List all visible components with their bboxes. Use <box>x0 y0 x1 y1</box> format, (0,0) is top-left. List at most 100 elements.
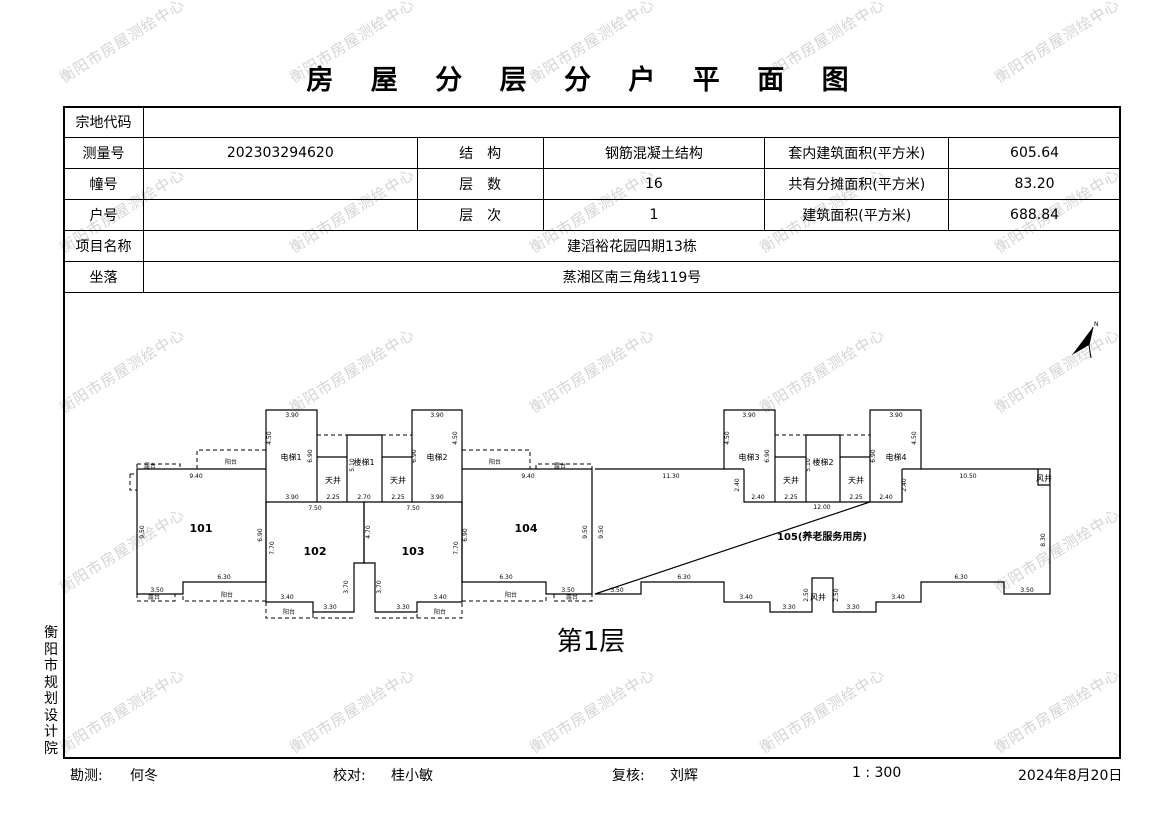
dimension-label: 3.30 <box>396 604 410 611</box>
dimension-label: 3.50 <box>150 587 164 594</box>
space-label: 阳台 <box>225 458 237 466</box>
structure-value: 钢筋混凝土结构 <box>542 137 766 169</box>
wind-shaft-corner <box>1037 469 1050 486</box>
building-no-value <box>142 168 418 200</box>
dimension-label: 3.90 <box>430 494 444 501</box>
unit-no-value <box>142 199 418 231</box>
parcel-code-value <box>142 106 1122 138</box>
dimension-label: 3.30 <box>846 604 860 611</box>
dimension-label: 3.50 <box>561 587 575 594</box>
dimension-label: 6.30 <box>954 574 968 581</box>
dimension-label: 9.40 <box>521 473 535 480</box>
room-105-outline <box>594 409 1051 613</box>
room-label: 103 <box>402 545 425 558</box>
dimension-label: 4.50 <box>266 431 273 445</box>
dimension-label: 3.40 <box>433 594 447 601</box>
dimension-label: 3.70 <box>343 580 350 594</box>
room-label: 101 <box>190 522 213 535</box>
elevator-2-outline <box>411 409 463 502</box>
space-label: 阳台 <box>434 608 446 616</box>
space-label: 风井 <box>1036 473 1052 483</box>
dimension-label: 7.70 <box>453 541 460 555</box>
dimension-label: 3.50 <box>610 587 624 594</box>
space-label: 阳台 <box>489 458 501 466</box>
space-label: 阳台 <box>221 591 233 599</box>
dimension-label: 2.70 <box>357 494 371 501</box>
shared-area-label: 共有分摊面积(平方米) <box>764 168 950 200</box>
balcony-outline <box>462 582 547 602</box>
dimension-label: 6.90 <box>764 449 771 463</box>
stair-1-outline <box>346 434 383 502</box>
space-label: 天井 <box>390 475 406 485</box>
space-label: 电梯3 <box>738 452 759 462</box>
dimension-label: 3.40 <box>891 594 905 601</box>
checker-name: 桂小敏 <box>391 768 433 784</box>
surveyor-name: 何冬 <box>130 768 158 784</box>
date: 2024年8月20日 <box>1018 768 1123 784</box>
dimension-label: 5.10 <box>349 458 356 472</box>
floors-value: 16 <box>542 168 766 200</box>
terrace-outline <box>535 463 593 469</box>
dimension-label: 2.40 <box>901 478 908 492</box>
structure-label: 结 构 <box>416 137 544 169</box>
dimension-label: 6.90 <box>870 449 877 463</box>
location-value: 蒸湘区南三角线119号 <box>142 261 1122 293</box>
dimension-label: 3.40 <box>739 594 753 601</box>
dimension-label: 2.25 <box>391 494 405 501</box>
building-no-label: 幢号 <box>63 168 144 200</box>
dimension-label: 3.90 <box>430 412 444 419</box>
space-label: 天井 <box>325 475 341 485</box>
space-label: 电梯1 <box>280 452 301 462</box>
inner-area-label: 套内建筑面积(平方米) <box>764 137 950 169</box>
dimension-label: 12.00 <box>813 504 830 511</box>
dimension-label: 2.40 <box>734 478 741 492</box>
dimension-label: 4.70 <box>365 525 372 539</box>
dimension-label: 2.50 <box>803 588 810 602</box>
dimension-label: 7.50 <box>406 505 420 512</box>
surveyor-label: 勘测: <box>70 768 103 784</box>
unit-no-label: 户号 <box>63 199 144 231</box>
dimension-label: 2.25 <box>849 494 863 501</box>
location-label: 坐落 <box>63 261 144 293</box>
space-label: 阳台 <box>283 608 295 616</box>
building-area-value: 688.84 <box>948 199 1121 231</box>
terrace-outline <box>136 594 176 602</box>
dimension-label: 4.50 <box>911 431 918 445</box>
space-label: 露台 <box>554 462 566 470</box>
stair-2-outline <box>805 434 841 502</box>
space-label: 露台 <box>566 593 578 601</box>
document-title: 房 屋 分 层 分 户 平 面 图 <box>306 65 863 96</box>
space-label: 风井 <box>810 592 826 602</box>
dimension-label: 3.30 <box>782 604 796 611</box>
dimension-label: 7.50 <box>308 505 322 512</box>
north-arrow: N <box>1072 321 1099 359</box>
space-label: 电梯2 <box>426 452 447 462</box>
balconies <box>129 434 870 619</box>
dimension-label: 6.90 <box>462 528 469 542</box>
survey-no-label: 测量号 <box>63 137 144 169</box>
checker-label: 校对: <box>333 768 366 784</box>
dimension-label: 6.30 <box>499 574 513 581</box>
dimension-label: 4.50 <box>452 431 459 445</box>
balcony-outline <box>375 602 463 619</box>
building-area-label: 建筑面积(平方米) <box>764 199 950 231</box>
project-label: 项目名称 <box>63 230 144 262</box>
elevator-1-outline <box>265 409 318 502</box>
terrace-outline <box>136 463 181 469</box>
dimension-label: 5.10 <box>805 458 812 472</box>
dimension-label: 2.25 <box>784 494 798 501</box>
space-label: 阳台 <box>505 591 517 599</box>
dimension-label: 6.90 <box>257 528 264 542</box>
space-label: 露台 <box>144 462 156 470</box>
floor-caption: 第1层 <box>557 627 626 657</box>
dimension-label: 9.50 <box>582 525 589 539</box>
dimension-label: 6.90 <box>411 449 418 463</box>
scale: 1 : 300 <box>852 765 902 781</box>
dimension-label: 4.50 <box>724 431 731 445</box>
dimension-label: 2.40 <box>751 494 765 501</box>
terrace-outline <box>129 473 137 491</box>
reviewer-name: 刘辉 <box>670 768 698 784</box>
dimension-label: 3.40 <box>280 594 294 601</box>
